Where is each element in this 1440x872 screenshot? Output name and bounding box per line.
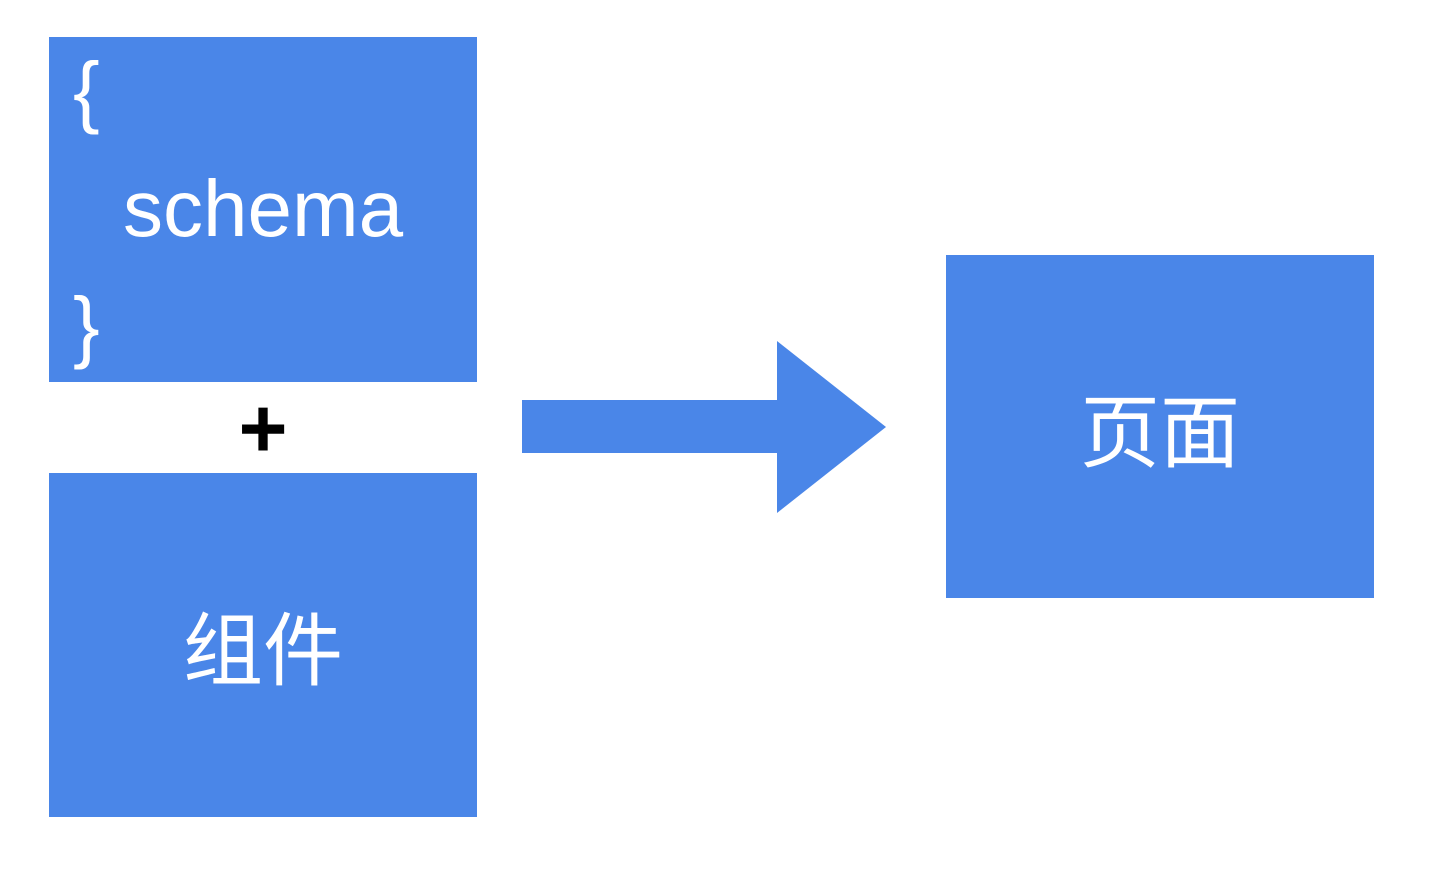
component-label: 组件	[183, 607, 343, 696]
page-label: 页面	[1080, 388, 1240, 478]
schema-brace-close: }	[73, 281, 100, 370]
schema-brace-open: {	[73, 46, 100, 135]
schema-box: { schema }	[49, 37, 477, 382]
arrow-head	[777, 341, 886, 513]
plus-operator: +	[238, 380, 288, 475]
right-arrow-icon	[522, 341, 886, 513]
arrow-shaft	[522, 400, 790, 453]
schema-label: schema	[123, 163, 404, 253]
page-box: 页面	[946, 255, 1374, 598]
component-box: 组件	[49, 473, 477, 817]
